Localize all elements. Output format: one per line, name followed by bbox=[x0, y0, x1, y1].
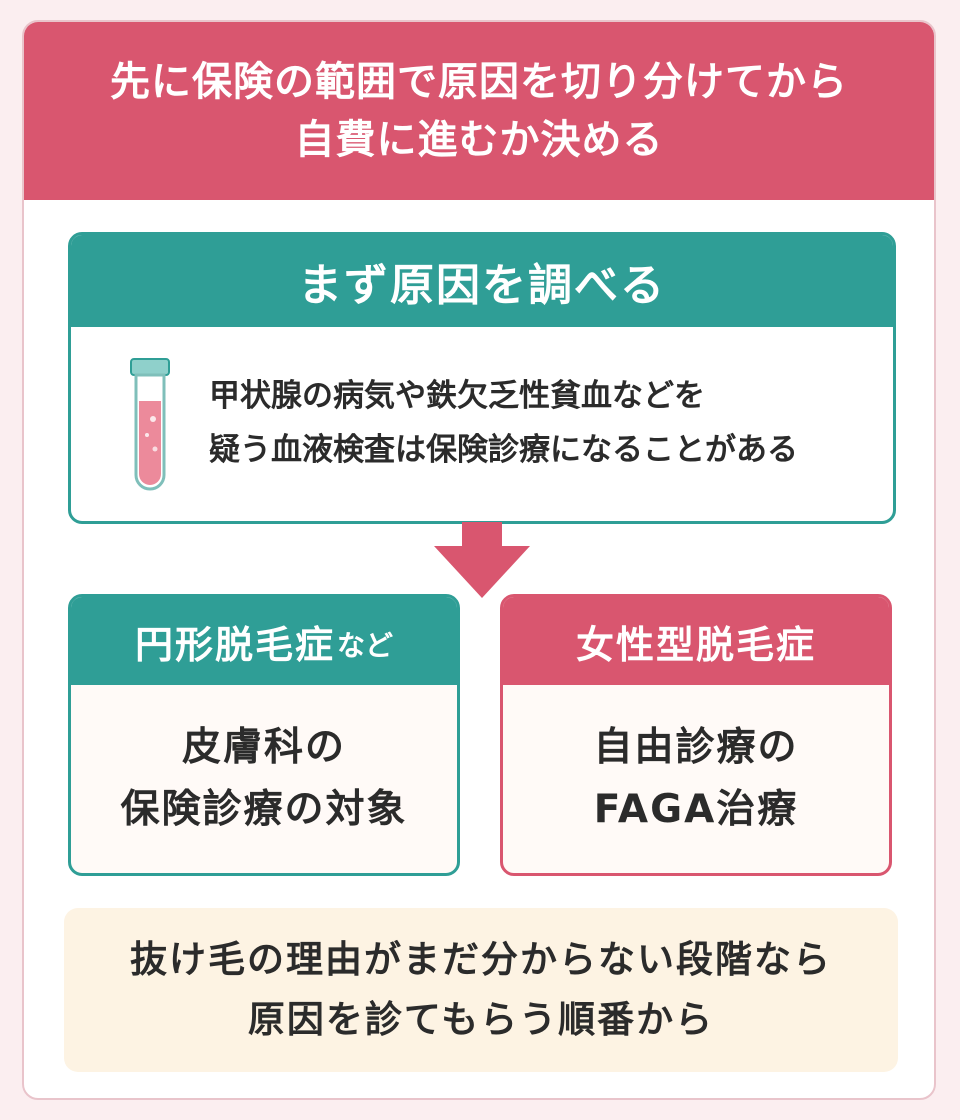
female-pattern-hair-loss-header: 女性型脱毛症 bbox=[503, 597, 889, 685]
investigate-cause-body: 甲状腺の病気や鉄欠乏性貧血などを 疑う血液検査は保険診療になることがある bbox=[71, 327, 893, 521]
header-banner: 先に保険の範囲で原因を切り分けてから 自費に進むか決める bbox=[24, 22, 934, 200]
investigate-cause-line-2: 疑う血液検査は保険診療になることがある bbox=[209, 432, 798, 468]
test-tube-icon bbox=[130, 358, 170, 491]
info-card: 先に保険の範囲で原因を切り分けてから 自費に進むか決める まず原因を調べる 甲状… bbox=[22, 20, 936, 1100]
header-title-line-2: 自費に進むか決める bbox=[294, 117, 664, 163]
investigate-cause-text: 甲状腺の病気や鉄欠乏性貧血などを 疑う血液検査は保険診療になることがある bbox=[209, 369, 873, 477]
down-arrow-icon bbox=[434, 522, 530, 598]
investigate-cause-header: まず原因を調べる bbox=[71, 235, 893, 327]
footer-note-line-1: 抜け毛の理由がまだ分からない段階なら bbox=[130, 938, 832, 981]
alopecia-areata-line-1: 皮膚科の bbox=[181, 725, 346, 770]
alopecia-areata-body: 皮膚科の 保険診療の対象 bbox=[71, 685, 457, 873]
alopecia-areata-title: 円形脱毛症 bbox=[134, 622, 335, 667]
footer-note-line-2: 原因を診てもらう順番から bbox=[247, 998, 715, 1041]
female-pattern-hair-loss-title: 女性型脱毛症 bbox=[575, 622, 816, 667]
investigate-cause-title: まず原因を調べる bbox=[298, 260, 666, 311]
alopecia-areata-title-suffix: など bbox=[337, 629, 394, 662]
investigate-cause-box: まず原因を調べる 甲状腺の病気や鉄欠乏性貧血などを 疑う血液検査は保険診療になる… bbox=[68, 232, 896, 524]
footer-note: 抜け毛の理由がまだ分からない段階なら 原因を診てもらう順番から bbox=[64, 908, 898, 1072]
alopecia-areata-box: 円形脱毛症など 皮膚科の 保険診療の対象 bbox=[68, 594, 460, 876]
female-pattern-hair-loss-box: 女性型脱毛症 自由診療の FAGA治療 bbox=[500, 594, 892, 876]
female-pattern-hair-loss-body: 自由診療の FAGA治療 bbox=[503, 685, 889, 873]
alopecia-areata-header: 円形脱毛症など bbox=[71, 597, 457, 685]
header-title-line-1: 先に保険の範囲で原因を切り分けてから bbox=[110, 59, 848, 105]
female-pattern-hair-loss-line-2: FAGA治療 bbox=[593, 787, 799, 832]
investigate-cause-line-1: 甲状腺の病気や鉄欠乏性貧血などを bbox=[209, 378, 705, 414]
alopecia-areata-line-2: 保険診療の対象 bbox=[120, 787, 408, 832]
female-pattern-hair-loss-line-1: 自由診療の bbox=[593, 725, 799, 770]
